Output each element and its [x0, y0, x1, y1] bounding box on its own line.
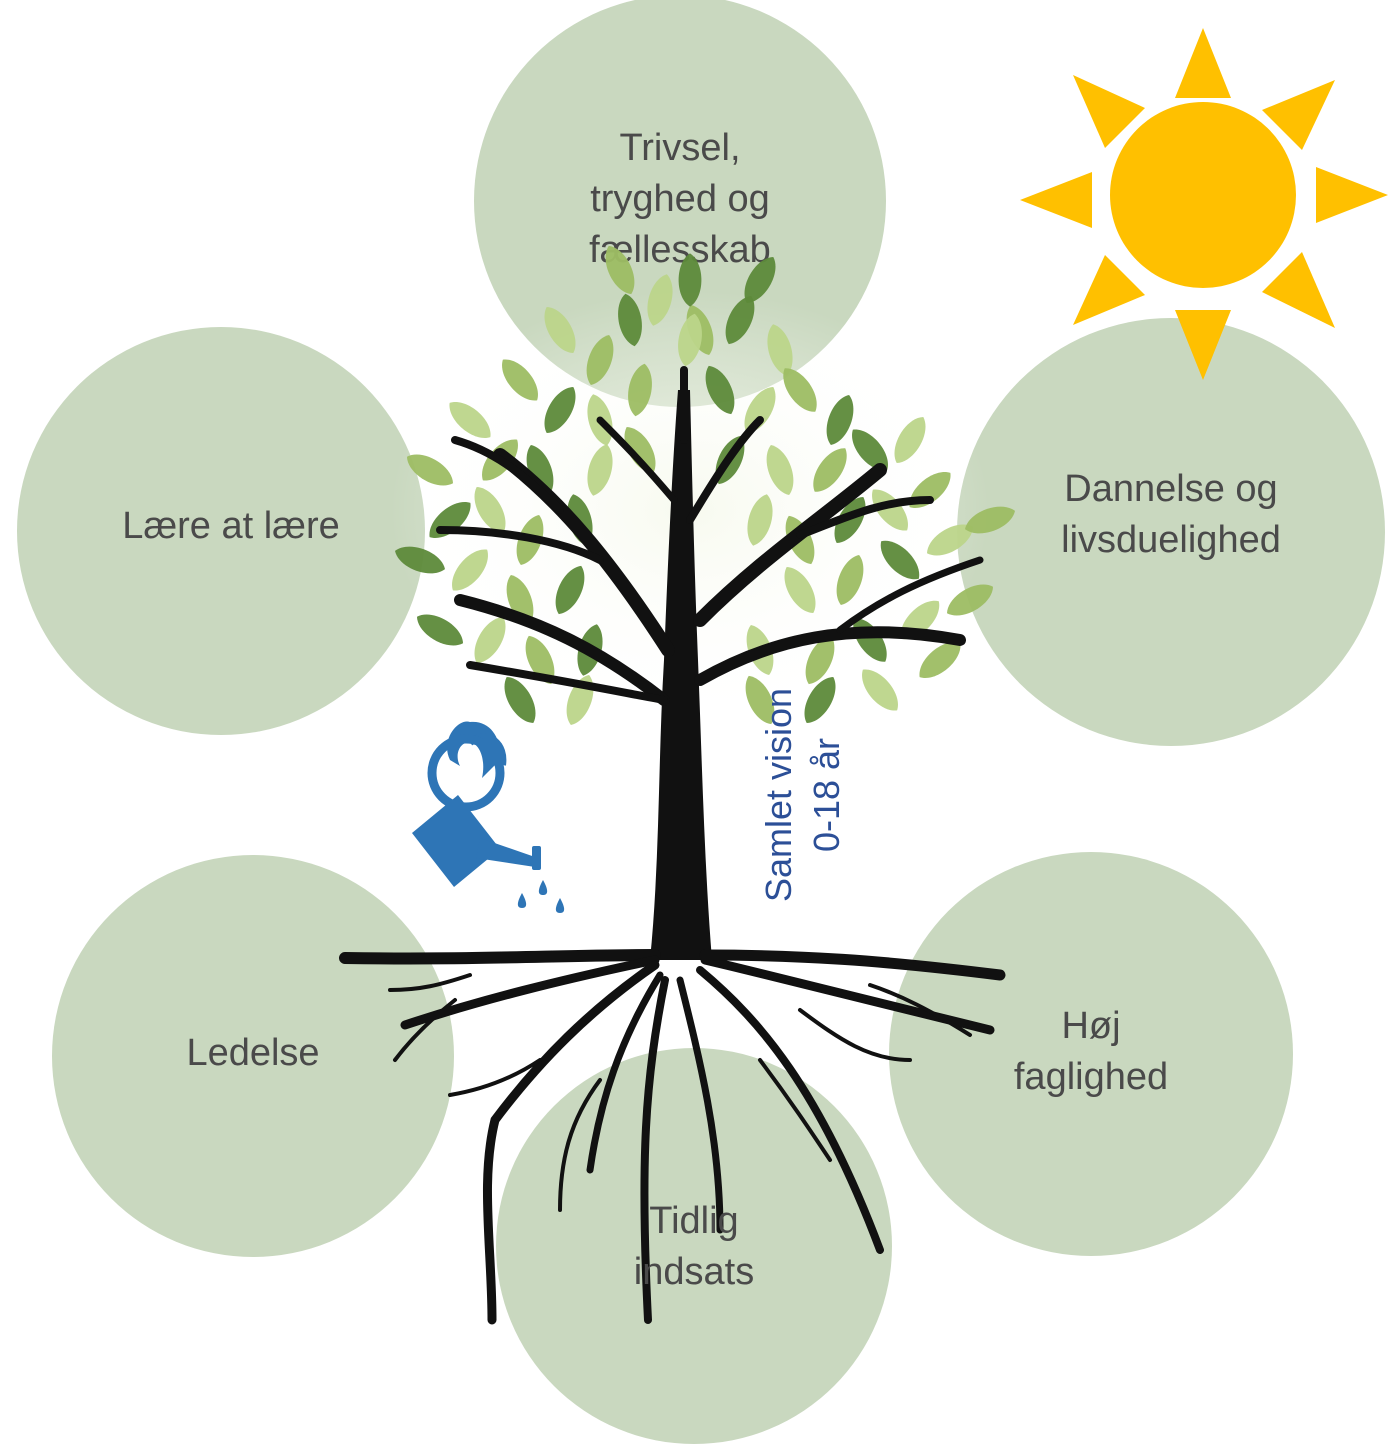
sun-icon: [1020, 28, 1388, 380]
circle-left-lower-label: Ledelse: [186, 1032, 320, 1075]
circle-right-upper-label: Dannelse og livsduelighed: [1061, 467, 1281, 561]
circle-left-upper-label: Lære at lære: [122, 504, 340, 547]
circle-right-lower: Høj faglighed: [889, 852, 1293, 1256]
circle-left-upper: Lære at lære: [17, 327, 425, 735]
circle-right-lower-label: Høj faglighed: [1013, 1004, 1169, 1098]
circle-bottom-label: Tidlig indsats: [633, 1200, 755, 1293]
watering-can-icon: [412, 721, 565, 913]
tree-roots: [339, 949, 1006, 1325]
vision-label: Samlet vision 0-18 år: [758, 687, 847, 903]
tree-trunk: [436, 366, 984, 960]
circle-left-lower: Ledelse: [52, 855, 454, 1257]
circle-right-upper: Dannelse og livsduelighed: [957, 318, 1385, 746]
circle-bottom: [496, 1048, 892, 1444]
leaf: [598, 241, 642, 299]
